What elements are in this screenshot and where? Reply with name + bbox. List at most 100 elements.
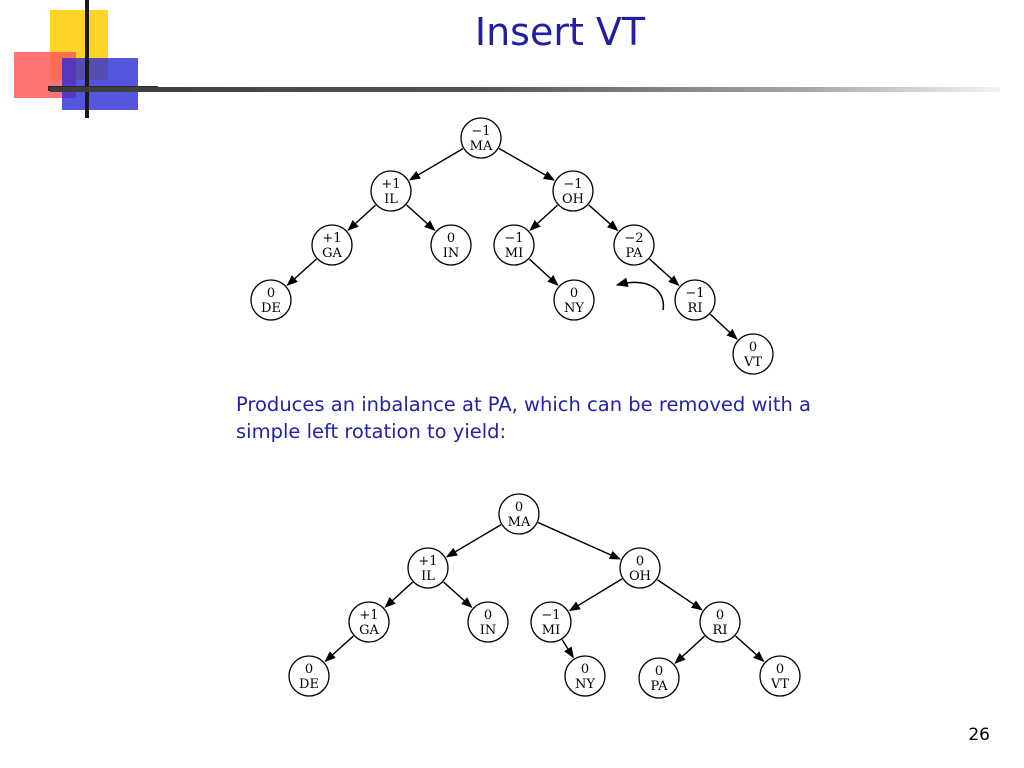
node-circle [370, 170, 412, 212]
node-balance: +1 [359, 608, 378, 623]
node-balance: +1 [322, 231, 341, 246]
node-balance: 0 [776, 662, 784, 677]
edge-mi-ny [561, 639, 574, 659]
node-balance: 0 [515, 500, 523, 515]
node-balance: +1 [381, 177, 400, 192]
deco-blue-square [62, 58, 138, 110]
tree-node-ma: 0MA [498, 493, 540, 535]
node-label: PA [626, 246, 644, 261]
edge-oh-ri [657, 579, 703, 611]
explanation-text: Produces an inbalance at PA, which can b… [236, 391, 846, 445]
caption-line-1: Produces an inbalance at PA, which can b… [236, 393, 811, 416]
node-label: MA [470, 139, 493, 154]
tree-node-mi: −1MI [493, 224, 535, 266]
node-circle [311, 224, 353, 266]
node-label: RI [713, 623, 728, 638]
node-balance: −1 [504, 231, 523, 246]
node-circle [460, 117, 502, 159]
tree-node-il: +1IL [407, 547, 449, 589]
node-balance: 0 [581, 662, 589, 677]
node-label: DE [299, 677, 319, 692]
tree-node-pa: 0PA [638, 657, 680, 699]
node-circle [467, 601, 509, 643]
node-circle [613, 224, 655, 266]
node-circle [250, 279, 292, 321]
node-label: RI [688, 301, 703, 316]
node-label: DE [261, 301, 281, 316]
node-label: MA [508, 515, 531, 530]
node-label: PA [651, 679, 669, 694]
tree-node-il: +1IL [370, 170, 412, 212]
node-circle [759, 655, 801, 697]
node-circle [699, 601, 741, 643]
node-balance: 0 [267, 286, 275, 301]
node-balance: 0 [305, 662, 313, 677]
edge-oh-pa [588, 204, 619, 232]
edge-ri-vt [709, 313, 738, 340]
tree-node-ga: +1GA [311, 224, 353, 266]
tree-node-ri: −1RI [674, 279, 716, 321]
tree-node-in: 0IN [467, 601, 509, 643]
node-circle [564, 655, 606, 697]
node-circle [407, 547, 449, 589]
rotation-arrow [615, 277, 665, 311]
edge-il-in [406, 204, 436, 232]
node-circle [732, 333, 774, 375]
node-circle [552, 170, 594, 212]
node-circle [288, 655, 330, 697]
edge-ga-de [324, 635, 354, 663]
node-circle [530, 601, 572, 643]
node-balance: 0 [570, 286, 578, 301]
edge-ma-il [445, 524, 502, 558]
tree-node-vt: 0VT [759, 655, 801, 697]
tree-node-ri: 0RI [699, 601, 741, 643]
node-balance: −1 [541, 608, 560, 623]
tree-node-oh: 0OH [619, 547, 661, 589]
tree-node-oh: −1OH [552, 170, 594, 212]
node-label: MI [542, 623, 560, 638]
node-circle [348, 601, 390, 643]
edge-il-ga [347, 204, 376, 231]
title-rule [50, 87, 1000, 92]
node-circle [638, 657, 680, 699]
edge-pa-ri [649, 258, 680, 287]
slide-title: Insert VT [474, 10, 646, 54]
edge-oh-mi [529, 204, 558, 231]
node-circle [493, 224, 535, 266]
tree-node-vt: 0VT [732, 333, 774, 375]
node-circle [553, 279, 595, 321]
edge-il-ga [384, 581, 413, 608]
edge-ga-de [286, 258, 317, 287]
tree-node-de: 0DE [288, 655, 330, 697]
node-label: OH [562, 192, 584, 207]
node-balance: 0 [749, 340, 757, 355]
node-label: MI [505, 246, 523, 261]
tree-node-in: 0IN [430, 224, 472, 266]
tree-node-pa: −2PA [613, 224, 655, 266]
tree-node-mi: −1MI [530, 601, 572, 643]
deco-vertical-bar [85, 0, 89, 118]
node-label: IN [443, 246, 460, 261]
node-circle [619, 547, 661, 589]
node-balance: +1 [418, 554, 437, 569]
node-label: NY [564, 301, 584, 316]
node-balance: 0 [484, 608, 492, 623]
edge-mi-ny [529, 258, 559, 286]
node-label: VT [770, 677, 789, 692]
node-balance: −1 [685, 286, 704, 301]
edge-ri-vt [735, 635, 765, 663]
node-balance: −1 [563, 177, 582, 192]
tree-node-ny: 0NY [564, 655, 606, 697]
node-circle [430, 224, 472, 266]
edge-ri-pa [674, 635, 706, 664]
tree-node-ga: +1GA [348, 601, 390, 643]
node-balance: 0 [447, 231, 455, 246]
node-balance: 0 [716, 608, 724, 623]
node-circle [674, 279, 716, 321]
node-balance: −1 [471, 124, 490, 139]
edge-ma-oh [498, 147, 555, 181]
tree-node-de: 0DE [250, 279, 292, 321]
node-label: GA [359, 623, 379, 638]
